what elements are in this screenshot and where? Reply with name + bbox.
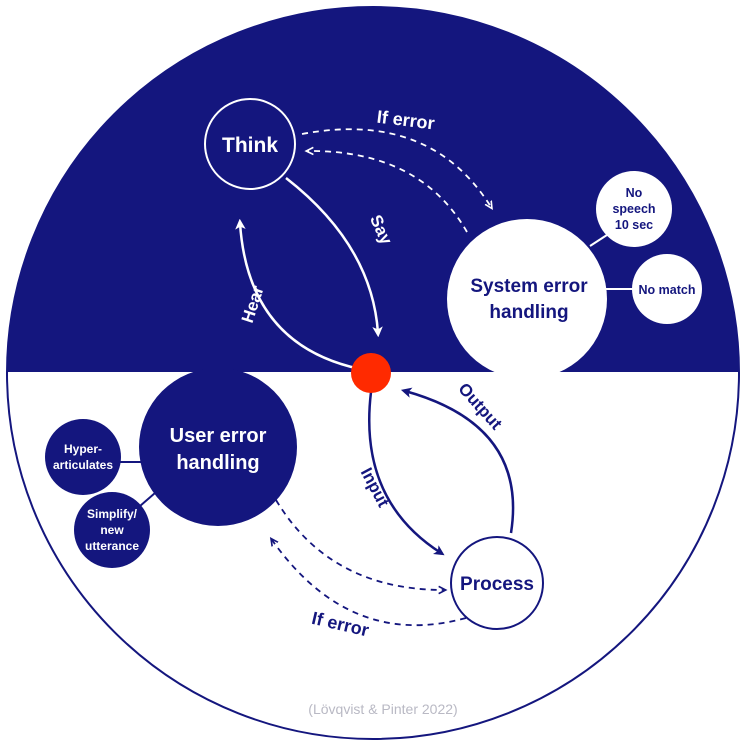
simplify-label-line3: utterance — [85, 539, 139, 553]
credit-text: (Lövqvist & Pinter 2022) — [308, 701, 457, 717]
simplify-label-line2: new — [100, 523, 124, 537]
simplify-label-line1: Simplify/ — [87, 507, 138, 521]
think-label: Think — [222, 134, 278, 157]
input-arrow — [367, 391, 445, 556]
think-node — [204, 98, 296, 190]
no-match-label: No match — [639, 283, 696, 297]
process-node — [450, 536, 544, 630]
if-error-top-arrow-out — [301, 128, 491, 207]
no-speech-label-line1: No — [626, 186, 643, 200]
no-speech-label-line3: 10 sec — [615, 218, 653, 232]
no-speech-label-line2: speech — [612, 202, 655, 216]
system-error-label-line2: handling — [489, 302, 568, 323]
user-error-label-line2: handling — [176, 452, 259, 474]
system-error-node — [447, 219, 607, 379]
process-label: Process — [460, 574, 534, 595]
output-arrow — [400, 387, 515, 534]
connector-simplify — [139, 492, 156, 507]
user-error-node — [139, 368, 297, 526]
user-error-label-line1: User error — [170, 425, 267, 447]
no-speech-node — [596, 171, 672, 247]
no-match-node — [632, 254, 702, 324]
hear-arrow — [235, 218, 361, 371]
center-dot — [351, 353, 391, 393]
simplify-node — [74, 492, 150, 568]
hyper-articulates-node — [45, 419, 121, 495]
if-error-bottom-arrow-out — [275, 499, 444, 590]
hyper-label-line2: articulates — [53, 458, 113, 472]
say-arrow — [285, 177, 383, 338]
outer-ring — [6, 6, 740, 740]
system-error-label-line1: System error — [470, 276, 588, 297]
if-error-bottom-arrow-back — [272, 540, 467, 627]
if-error-top-arrow-back — [308, 151, 468, 233]
hyper-label-line1: Hyper- — [64, 442, 102, 456]
